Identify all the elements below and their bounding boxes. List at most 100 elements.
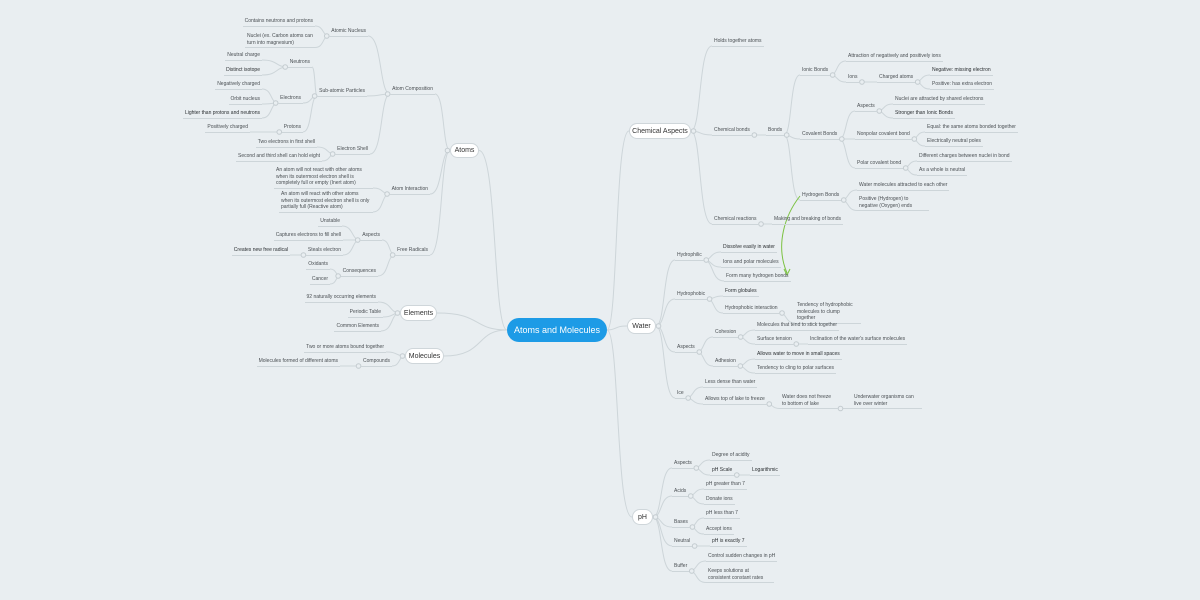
node-ions[interactable]: Ions — [846, 74, 860, 83]
node-atomic-nucleus[interactable]: Atomic Nucleus — [329, 28, 368, 37]
topic-chemical-aspects[interactable]: Chemical Aspects — [629, 123, 691, 139]
node-atom-interaction[interactable]: Atom Interaction — [389, 186, 430, 195]
node-ionic-bonds[interactable]: Ionic Bonds — [800, 67, 831, 76]
node-leaf[interactable]: Allows water to move in small spaces — [755, 351, 842, 360]
node-leaf[interactable]: Ions and polar molecules — [721, 259, 781, 268]
node-neutrons[interactable]: Neutrons — [287, 59, 312, 68]
collapse-toggle-icon[interactable] — [737, 363, 744, 369]
node-leaf[interactable]: Degree of acidity — [710, 452, 752, 461]
collapse-toggle-icon[interactable] — [394, 310, 401, 316]
collapse-toggle-icon[interactable] — [876, 108, 883, 114]
node-leaf[interactable]: Periodic Table — [347, 309, 383, 318]
collapse-toggle-icon[interactable] — [655, 323, 662, 329]
node-leaf[interactable]: pH less than 7 — [704, 510, 740, 519]
collapse-toggle-icon[interactable] — [690, 128, 697, 134]
collapse-toggle-icon[interactable] — [706, 296, 713, 302]
node-leaf[interactable]: Underwater organisms can live over winte… — [852, 394, 922, 409]
collapse-toggle-icon[interactable] — [793, 341, 800, 347]
node-neutral[interactable]: Neutral — [672, 538, 693, 547]
collapse-toggle-icon[interactable] — [693, 465, 700, 471]
node-leaf[interactable]: An atom will react with other atoms when… — [279, 191, 373, 213]
node-leaf[interactable]: Nuclei are attracted by shared electrons — [893, 96, 986, 105]
node-aspects[interactable]: Aspects — [855, 103, 877, 112]
collapse-toggle-icon[interactable] — [323, 33, 330, 39]
collapse-toggle-icon[interactable] — [354, 237, 361, 243]
node-leaf[interactable]: Unstable — [318, 218, 342, 227]
node-free-radicals[interactable]: Free Radicals — [395, 247, 430, 256]
collapse-toggle-icon[interactable] — [751, 132, 758, 138]
node-leaf[interactable]: pH is exactly 7 — [710, 538, 747, 547]
node-bonds[interactable]: Bonds — [766, 127, 785, 136]
node-leaf[interactable]: Negatively charged — [215, 81, 262, 90]
node-leaf[interactable]: Control sudden changes in pH — [706, 553, 778, 562]
node-leaf[interactable]: Positive: has extra electron — [930, 81, 995, 90]
node-electrons[interactable]: Electrons — [278, 95, 303, 104]
node-steals-electron[interactable]: Steals electron — [305, 247, 343, 256]
node-hydrophobic-interaction[interactable]: Hydrophobic interaction — [723, 305, 780, 314]
node-subatomic-particles[interactable]: Sub-atomic Particles — [317, 88, 367, 97]
node-leaf[interactable]: Holds together atoms — [712, 38, 764, 47]
node-leaf[interactable]: Positive (Hydrogen) to negative (Oxygen)… — [857, 196, 929, 211]
node-leaf[interactable]: Logarithmic — [750, 467, 780, 476]
collapse-toggle-icon[interactable] — [685, 395, 691, 401]
collapse-toggle-icon[interactable] — [272, 100, 279, 106]
node-compounds[interactable]: Compounds — [361, 358, 392, 367]
topic-molecules[interactable]: Molecules — [405, 348, 444, 364]
node-leaf[interactable]: Contains neutrons and protons — [242, 18, 315, 27]
collapse-toggle-icon[interactable] — [766, 401, 773, 407]
node-acids[interactable]: Acids — [672, 488, 689, 497]
node-chemical-bonds[interactable]: Chemical bonds — [712, 127, 752, 136]
topic-atoms[interactable]: Atoms — [450, 143, 479, 158]
node-aspects[interactable]: Aspects — [672, 460, 694, 469]
collapse-toggle-icon[interactable] — [829, 72, 836, 78]
node-leaf[interactable]: Making and breaking of bonds — [772, 216, 843, 225]
node-chemical-reactions[interactable]: Chemical reactions — [712, 216, 759, 225]
node-cohesion[interactable]: Cohesion — [713, 329, 739, 338]
node-leaf[interactable]: Keeps solutions at consistent constant r… — [706, 568, 774, 583]
node-leaf[interactable]: Form many hydrogen bonds — [724, 273, 791, 282]
collapse-toggle-icon[interactable] — [335, 273, 341, 279]
node-leaf[interactable]: Inclination of the water's surface molec… — [808, 336, 908, 345]
node-leaf[interactable]: Electrically neutral poles — [925, 138, 983, 147]
collapse-toggle-icon[interactable] — [384, 91, 391, 97]
node-leaf[interactable]: Equal: the same atoms bonded together — [925, 124, 1018, 133]
collapse-toggle-icon[interactable] — [389, 252, 396, 258]
node-leaf[interactable]: Accept ions — [704, 526, 734, 535]
node-leaf[interactable]: Negative: missing electron — [930, 67, 993, 76]
collapse-toggle-icon[interactable] — [689, 524, 696, 530]
node-polar-covalent[interactable]: Polar covalent bond — [855, 160, 904, 169]
topic-water[interactable]: Water — [627, 318, 656, 334]
node-leaf[interactable]: Neutral charge — [225, 52, 262, 61]
node-leaf[interactable]: Water molecules attracted to each other — [857, 182, 950, 191]
collapse-toggle-icon[interactable] — [300, 252, 307, 258]
collapse-toggle-icon[interactable] — [311, 93, 318, 99]
collapse-toggle-icon[interactable] — [758, 221, 764, 227]
node-leaf[interactable]: As a whole is neutral — [917, 167, 968, 176]
node-ph-scale[interactable]: pH Scale — [710, 467, 735, 476]
node-leaf[interactable]: Molecules formed of different atoms — [256, 358, 340, 367]
node-leaf[interactable]: Water does not freeze to bottom of lake — [780, 394, 838, 409]
topic-ph[interactable]: pH — [632, 509, 653, 525]
node-atom-composition[interactable]: Atom Composition — [390, 86, 435, 95]
node-leaf[interactable]: Molecules that tend to stick together — [755, 322, 840, 331]
node-leaf[interactable]: Common Elements — [334, 323, 381, 332]
node-hydrogen-bonds[interactable]: Hydrogen Bonds — [800, 192, 842, 201]
collapse-toggle-icon[interactable] — [902, 165, 909, 171]
node-leaf[interactable]: Cancer — [309, 276, 330, 285]
node-surface-tension[interactable]: Surface tension — [755, 336, 794, 345]
node-leaf[interactable]: Creates new free radical — [231, 247, 290, 256]
node-adhesion[interactable]: Adhesion — [713, 358, 738, 367]
node-bases[interactable]: Bases — [672, 519, 690, 528]
collapse-toggle-icon[interactable] — [688, 568, 695, 574]
collapse-toggle-icon[interactable] — [444, 147, 451, 154]
node-buffer[interactable]: Buffer — [672, 563, 690, 572]
collapse-toggle-icon[interactable] — [696, 349, 703, 355]
collapse-toggle-icon[interactable] — [399, 353, 406, 359]
collapse-toggle-icon[interactable] — [914, 79, 921, 85]
collapse-toggle-icon[interactable] — [355, 363, 362, 369]
node-leaf[interactable]: Stronger than Ionic Bonds — [893, 110, 955, 119]
collapse-toggle-icon[interactable] — [276, 129, 283, 135]
node-ice[interactable]: Ice — [675, 390, 686, 399]
collapse-toggle-icon[interactable] — [329, 151, 336, 157]
node-aspects[interactable]: Aspects — [360, 232, 382, 241]
